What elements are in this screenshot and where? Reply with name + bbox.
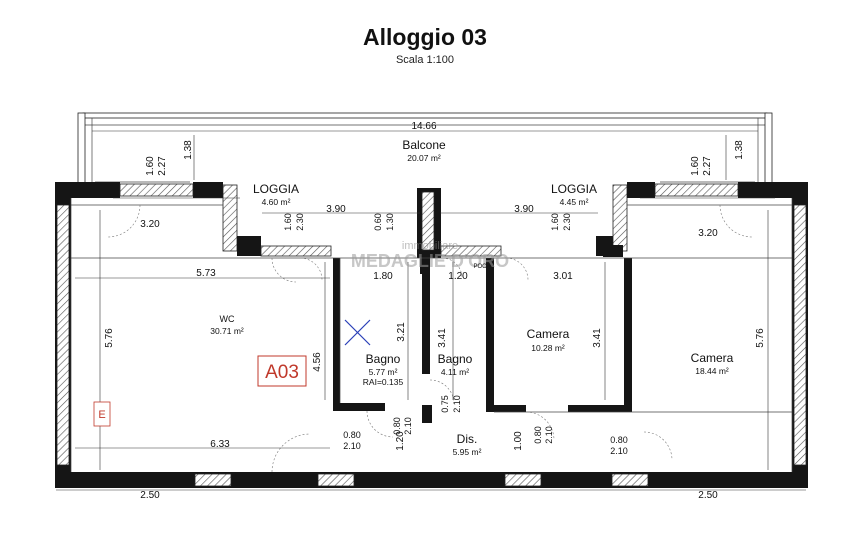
room-loggia-left-area: 4.60 m² — [262, 197, 291, 207]
dim-bagno1-door-080: 0.80 — [392, 417, 402, 435]
dim-win-left-320: 3.20 — [140, 219, 160, 230]
room-bagno1-name: Bagno — [366, 352, 401, 366]
room-camera2-area: 18.44 m² — [695, 366, 729, 376]
bath-fixture-icon — [344, 319, 371, 346]
room-bagno2-name: Bagno — [438, 352, 473, 366]
door-swings — [107, 204, 753, 473]
dim-loggia-right-160: 1.60 — [550, 213, 560, 231]
exterior-walls — [55, 182, 808, 488]
room-bagno2-area: 4.11 m² — [441, 367, 469, 377]
dim-bagno1-321: 3.21 — [396, 322, 407, 342]
dim-win-right-320: 3.20 — [698, 228, 718, 239]
room-balcone-area: 20.07 m² — [407, 153, 441, 163]
dim-wc-door-080: 0.80 — [343, 430, 361, 440]
dim-balcony-left-138: 1.38 — [183, 140, 194, 160]
dim-bagno2-door-075: 0.75 — [440, 395, 450, 413]
dim-bagno1-180: 1.80 — [373, 271, 393, 282]
dim-camera2-door-210: 2.10 — [610, 446, 628, 456]
dim-wc-456: 4.56 — [312, 352, 323, 372]
room-bagno1-rai: RAI=0.135 — [363, 377, 404, 387]
dimension-lines — [56, 130, 806, 491]
room-loggia-left-name: LOGGIA — [253, 182, 299, 196]
plan-scale: Scala 1:100 — [395, 54, 455, 66]
dim-camera1-door-080: 0.80 — [533, 426, 543, 444]
room-bagno1-area: 5.77 m² — [369, 367, 398, 377]
dim-top-total: 14.66 — [411, 121, 436, 132]
dim-camera1-341: 3.41 — [592, 328, 603, 348]
window-frames — [56, 183, 807, 487]
dim-loggia-left-230: 2.30 — [295, 213, 305, 231]
dim-bottom-left-250: 2.50 — [140, 490, 160, 501]
dim-wc-door-210: 2.10 — [343, 441, 361, 451]
room-balcone-name: Balcone — [402, 138, 446, 152]
dim-loggia-left-160: 1.60 — [283, 213, 293, 231]
dim-balcony-left-227: 2.27 — [157, 156, 168, 176]
unit-tag-label: A03 — [265, 362, 299, 383]
dim-dis-100: 1.00 — [513, 431, 524, 451]
dim-bagno2-door-210: 2.10 — [452, 395, 462, 413]
room-loggia-right-name: LOGGIA — [551, 182, 597, 196]
dim-right-576: 5.76 — [755, 328, 766, 348]
dim-balcony-left-160: 1.60 — [145, 156, 156, 176]
dim-wc-633: 6.33 — [210, 439, 230, 450]
dim-bagno1-door-210: 2.10 — [403, 417, 413, 435]
room-dis-name: Dis. — [457, 432, 478, 446]
dim-bagno2-341: 3.41 — [437, 328, 448, 348]
room-loggia-right-area: 4.45 m² — [560, 197, 589, 207]
dim-mid-060: 0.60 — [373, 213, 383, 231]
dim-loggia-right-390: 3.90 — [514, 204, 534, 215]
room-camera2-name: Camera — [691, 351, 734, 365]
dim-loggia-left-390: 3.90 — [326, 204, 346, 215]
dim-dis-120: 1.20 — [395, 431, 406, 451]
dim-camera1-301: 3.01 — [553, 271, 573, 282]
watermark-line1: immobiliare — [402, 240, 458, 252]
e-tag-label: E — [98, 409, 105, 421]
dim-balcony-right-138: 1.38 — [734, 140, 745, 160]
watermark-line2: MEDAGLIE D'ORO — [351, 251, 509, 271]
room-dis-area: 5.95 m² — [453, 447, 482, 457]
dim-balcony-right-160: 1.60 — [690, 156, 701, 176]
dim-camera1-door-210: 2.10 — [544, 426, 554, 444]
interior-lines — [70, 198, 793, 472]
dim-bagno2-120: 1.20 — [448, 271, 468, 282]
room-wc-name: WC — [220, 314, 235, 324]
dim-wc-573: 5.73 — [196, 268, 216, 279]
e-tag: E — [93, 401, 111, 427]
dim-left-576: 5.76 — [104, 328, 115, 348]
dim-bottom-right-250: 2.50 — [698, 490, 718, 501]
dim-loggia-right-230: 2.30 — [562, 213, 572, 231]
room-wc-area: 30.71 m² — [210, 326, 244, 336]
dim-poc: POC — [473, 264, 487, 270]
dim-mid-130: 1.30 — [385, 213, 395, 231]
watermark: immobiliare MEDAGLIE D'ORO — [351, 240, 509, 271]
unit-tag: A03 — [257, 355, 307, 387]
dim-camera2-door-080: 0.80 — [610, 435, 628, 445]
plan-title: Alloggio 03 — [363, 24, 487, 50]
room-camera1-area: 10.28 m² — [531, 343, 565, 353]
room-camera1-name: Camera — [527, 327, 570, 341]
balcony-outline — [77, 112, 773, 189]
dim-balcony-right-227: 2.27 — [702, 156, 713, 176]
